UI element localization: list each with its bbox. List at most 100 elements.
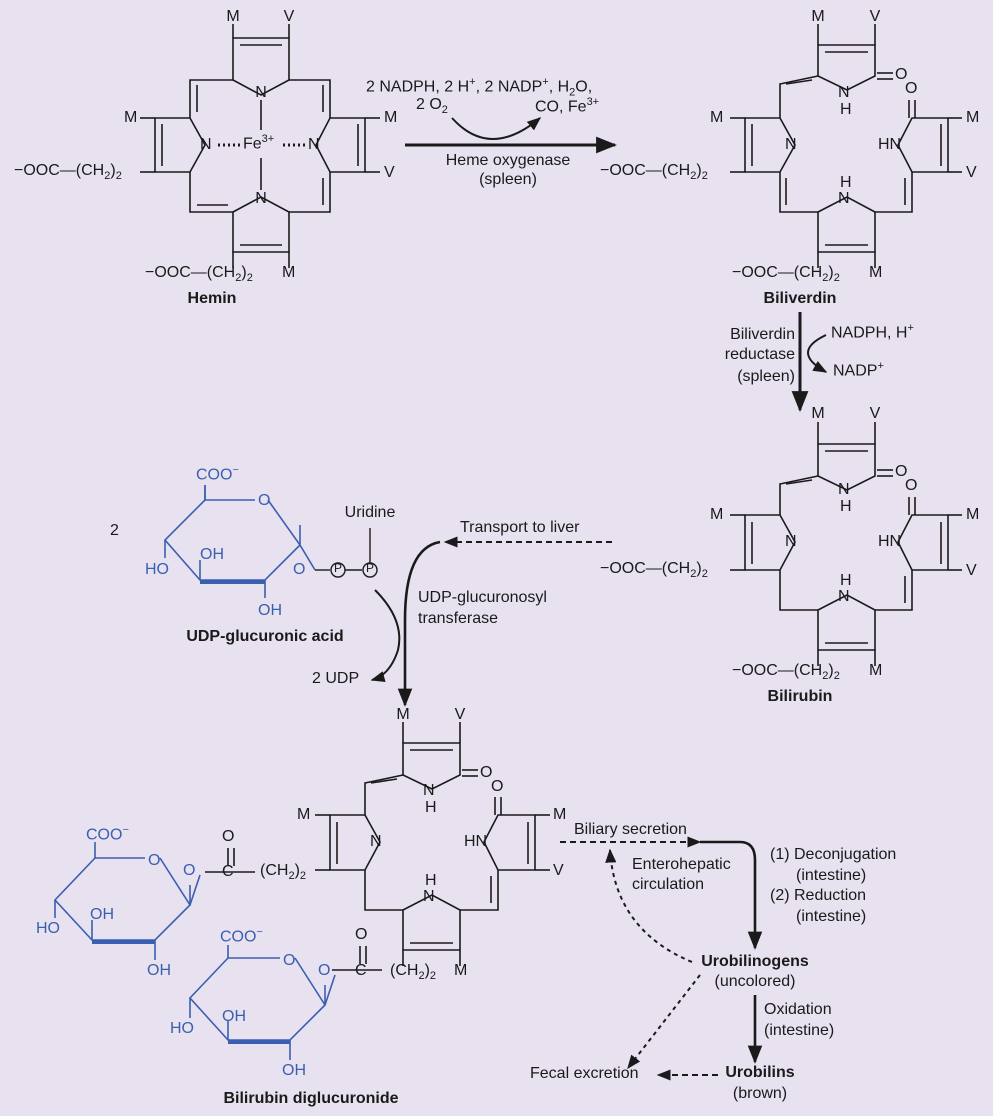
sugar-1-oh-bottom: OH (147, 962, 171, 979)
reductase-cofactor-out: NADP+ (833, 360, 884, 380)
biliverdin-top-right-sub: V (869, 8, 881, 25)
step2-location: (intestine) (796, 908, 867, 925)
urobilinogens-note: (uncolored) (714, 973, 796, 990)
udp-coefficient: 2 (110, 522, 119, 539)
hemin-side-chain: −OOC—(CH2)2 (14, 162, 122, 183)
bilirubin-left-sub: M (710, 506, 724, 523)
hemin-name: Hemin (187, 290, 237, 307)
enterohepatic-line2: circulation (632, 876, 705, 893)
ester-2-link-o: O (318, 962, 331, 979)
diglucuronide-core (205, 722, 550, 971)
diglucuronide-h-bottom: H (425, 872, 437, 889)
sugar-2-ho: HO (170, 1020, 194, 1037)
step1-label: (1) Deconjugation (770, 846, 897, 863)
hemin-fe: Fe3+ (243, 133, 275, 153)
oxidation-line2: (intestine) (764, 1022, 835, 1039)
bilirubin-top-left-sub: M (811, 405, 825, 422)
hemin-n-left: N (200, 136, 212, 153)
hemin-n-right: N (308, 136, 320, 153)
udp-glucuronic-acid-structure (163, 485, 316, 598)
biliverdin-structure (730, 24, 962, 268)
diglucuronide-left-sub: M (297, 806, 311, 823)
sugar-2-oh-bottom: OH (282, 1062, 306, 1079)
biliverdin-o-right: O (905, 80, 918, 97)
enterohepatic-line1: Enterohepatic (632, 856, 731, 873)
diglucuronide-n-top: N (423, 782, 435, 799)
biliverdin-n-left: N (785, 136, 797, 153)
bilirubin-side-chain: −OOC—(CH2)2 (600, 560, 708, 581)
udp-link-o: O (293, 561, 306, 578)
biliverdin-name: Biliverdin (763, 290, 837, 307)
bilirubin-right-sub: M (966, 506, 980, 523)
urobilinogen-fecal-arrow (627, 974, 701, 1070)
diglucuronide-hn-right: HN (464, 833, 488, 850)
biliverdin-left-sub: M (710, 109, 724, 126)
biliverdin-bottom-chain: −OOC—(CH2)2 (732, 264, 840, 285)
udp-phosphates (315, 528, 378, 578)
hemin-n-top: N (255, 84, 267, 101)
udp-uridine: Uridine (344, 504, 396, 521)
udp-release-curve (370, 589, 401, 683)
hemin-right-low-sub: V (384, 164, 395, 181)
bilirubin-h-bottom: H (840, 572, 852, 589)
udp-phosphate-1: P (333, 561, 343, 575)
biliverdin-h-top: H (840, 101, 852, 118)
urobilins-note: (brown) (732, 1085, 788, 1102)
udp-ring-o: O (258, 492, 271, 509)
intestine-path (700, 840, 763, 950)
bilirubin-n-bottom: N (838, 588, 850, 605)
sugar-1-ring-o: O (148, 852, 161, 869)
sugar-2-coo: COO− (220, 926, 263, 946)
ester-1-o: O (222, 828, 235, 845)
transport-label: Transport to liver (460, 519, 580, 536)
biliverdin-h-bottom: H (840, 174, 852, 191)
biliverdin-side-chain: −OOC—(CH2)2 (600, 162, 708, 183)
biliverdin-right-sub: M (966, 109, 980, 126)
hemin-structure (140, 24, 380, 268)
hemin-top-left-sub: M (226, 8, 240, 25)
sugar-1-oh: OH (90, 906, 114, 923)
sugar-2-ring-o: O (283, 952, 296, 969)
diglucuronide-top-right-sub: V (454, 706, 466, 723)
bilirubin-o-top: O (895, 463, 908, 480)
diglucuronide-h-top: H (425, 799, 437, 816)
transferase-line2: transferase (418, 610, 499, 627)
udp-oh: OH (200, 546, 224, 563)
hemin-n-bottom: N (255, 190, 267, 207)
oxidation-line1: Oxidation (764, 1001, 832, 1018)
udp-coo: COO− (196, 464, 239, 484)
biliverdin-o-top: O (895, 66, 908, 83)
hemin-right-sub: M (384, 109, 398, 126)
udp-phosphate-2: P (365, 561, 375, 575)
diglucuronide-o-right: O (491, 778, 504, 795)
sugar-1-ho: HO (36, 920, 60, 937)
udp-oh-bottom: OH (258, 602, 282, 619)
reductase-line2: reductase (724, 346, 795, 363)
ester-1-chain: (CH2)2 (260, 862, 307, 883)
heme-oxygenase-inputs: 2 NADPH, 2 H+, 2 NADP+, H2O, (366, 76, 593, 99)
bilirubin-o-right: O (905, 477, 918, 494)
ester-2-chain: (CH2)2 (390, 962, 437, 983)
reductase-curve (807, 334, 828, 373)
ester-1-c: C (222, 863, 234, 880)
ester-2-o: O (355, 926, 368, 943)
hemin-bottom-m: M (282, 264, 296, 281)
bilirubin-n-left: N (785, 533, 797, 550)
udp-product: 2 UDP (312, 670, 360, 687)
urobilins-name: Urobilins (725, 1064, 795, 1081)
bilirubin-top-right-sub: V (869, 405, 881, 422)
biliverdin-n-bottom: N (838, 190, 850, 207)
heme-oxygenase-curve (451, 117, 542, 140)
udp-ho: HO (145, 561, 169, 578)
bilirubin-hn-right: HN (878, 533, 902, 550)
bilirubin-name: Bilirubin (767, 688, 833, 705)
urobilinogens-name: Urobilinogens (701, 953, 809, 970)
diglucuronide-right-sub: M (553, 806, 567, 823)
bilirubin-right-low-sub: V (966, 562, 977, 579)
bilirubin-bottom-chain: −OOC—(CH2)2 (732, 662, 840, 683)
transferase-line1: UDP-glucuronosyl (418, 589, 547, 606)
enterohepatic-arrow (605, 848, 693, 963)
biliverdin-n-top: N (838, 84, 850, 101)
biliverdin-top-left-sub: M (811, 8, 825, 25)
